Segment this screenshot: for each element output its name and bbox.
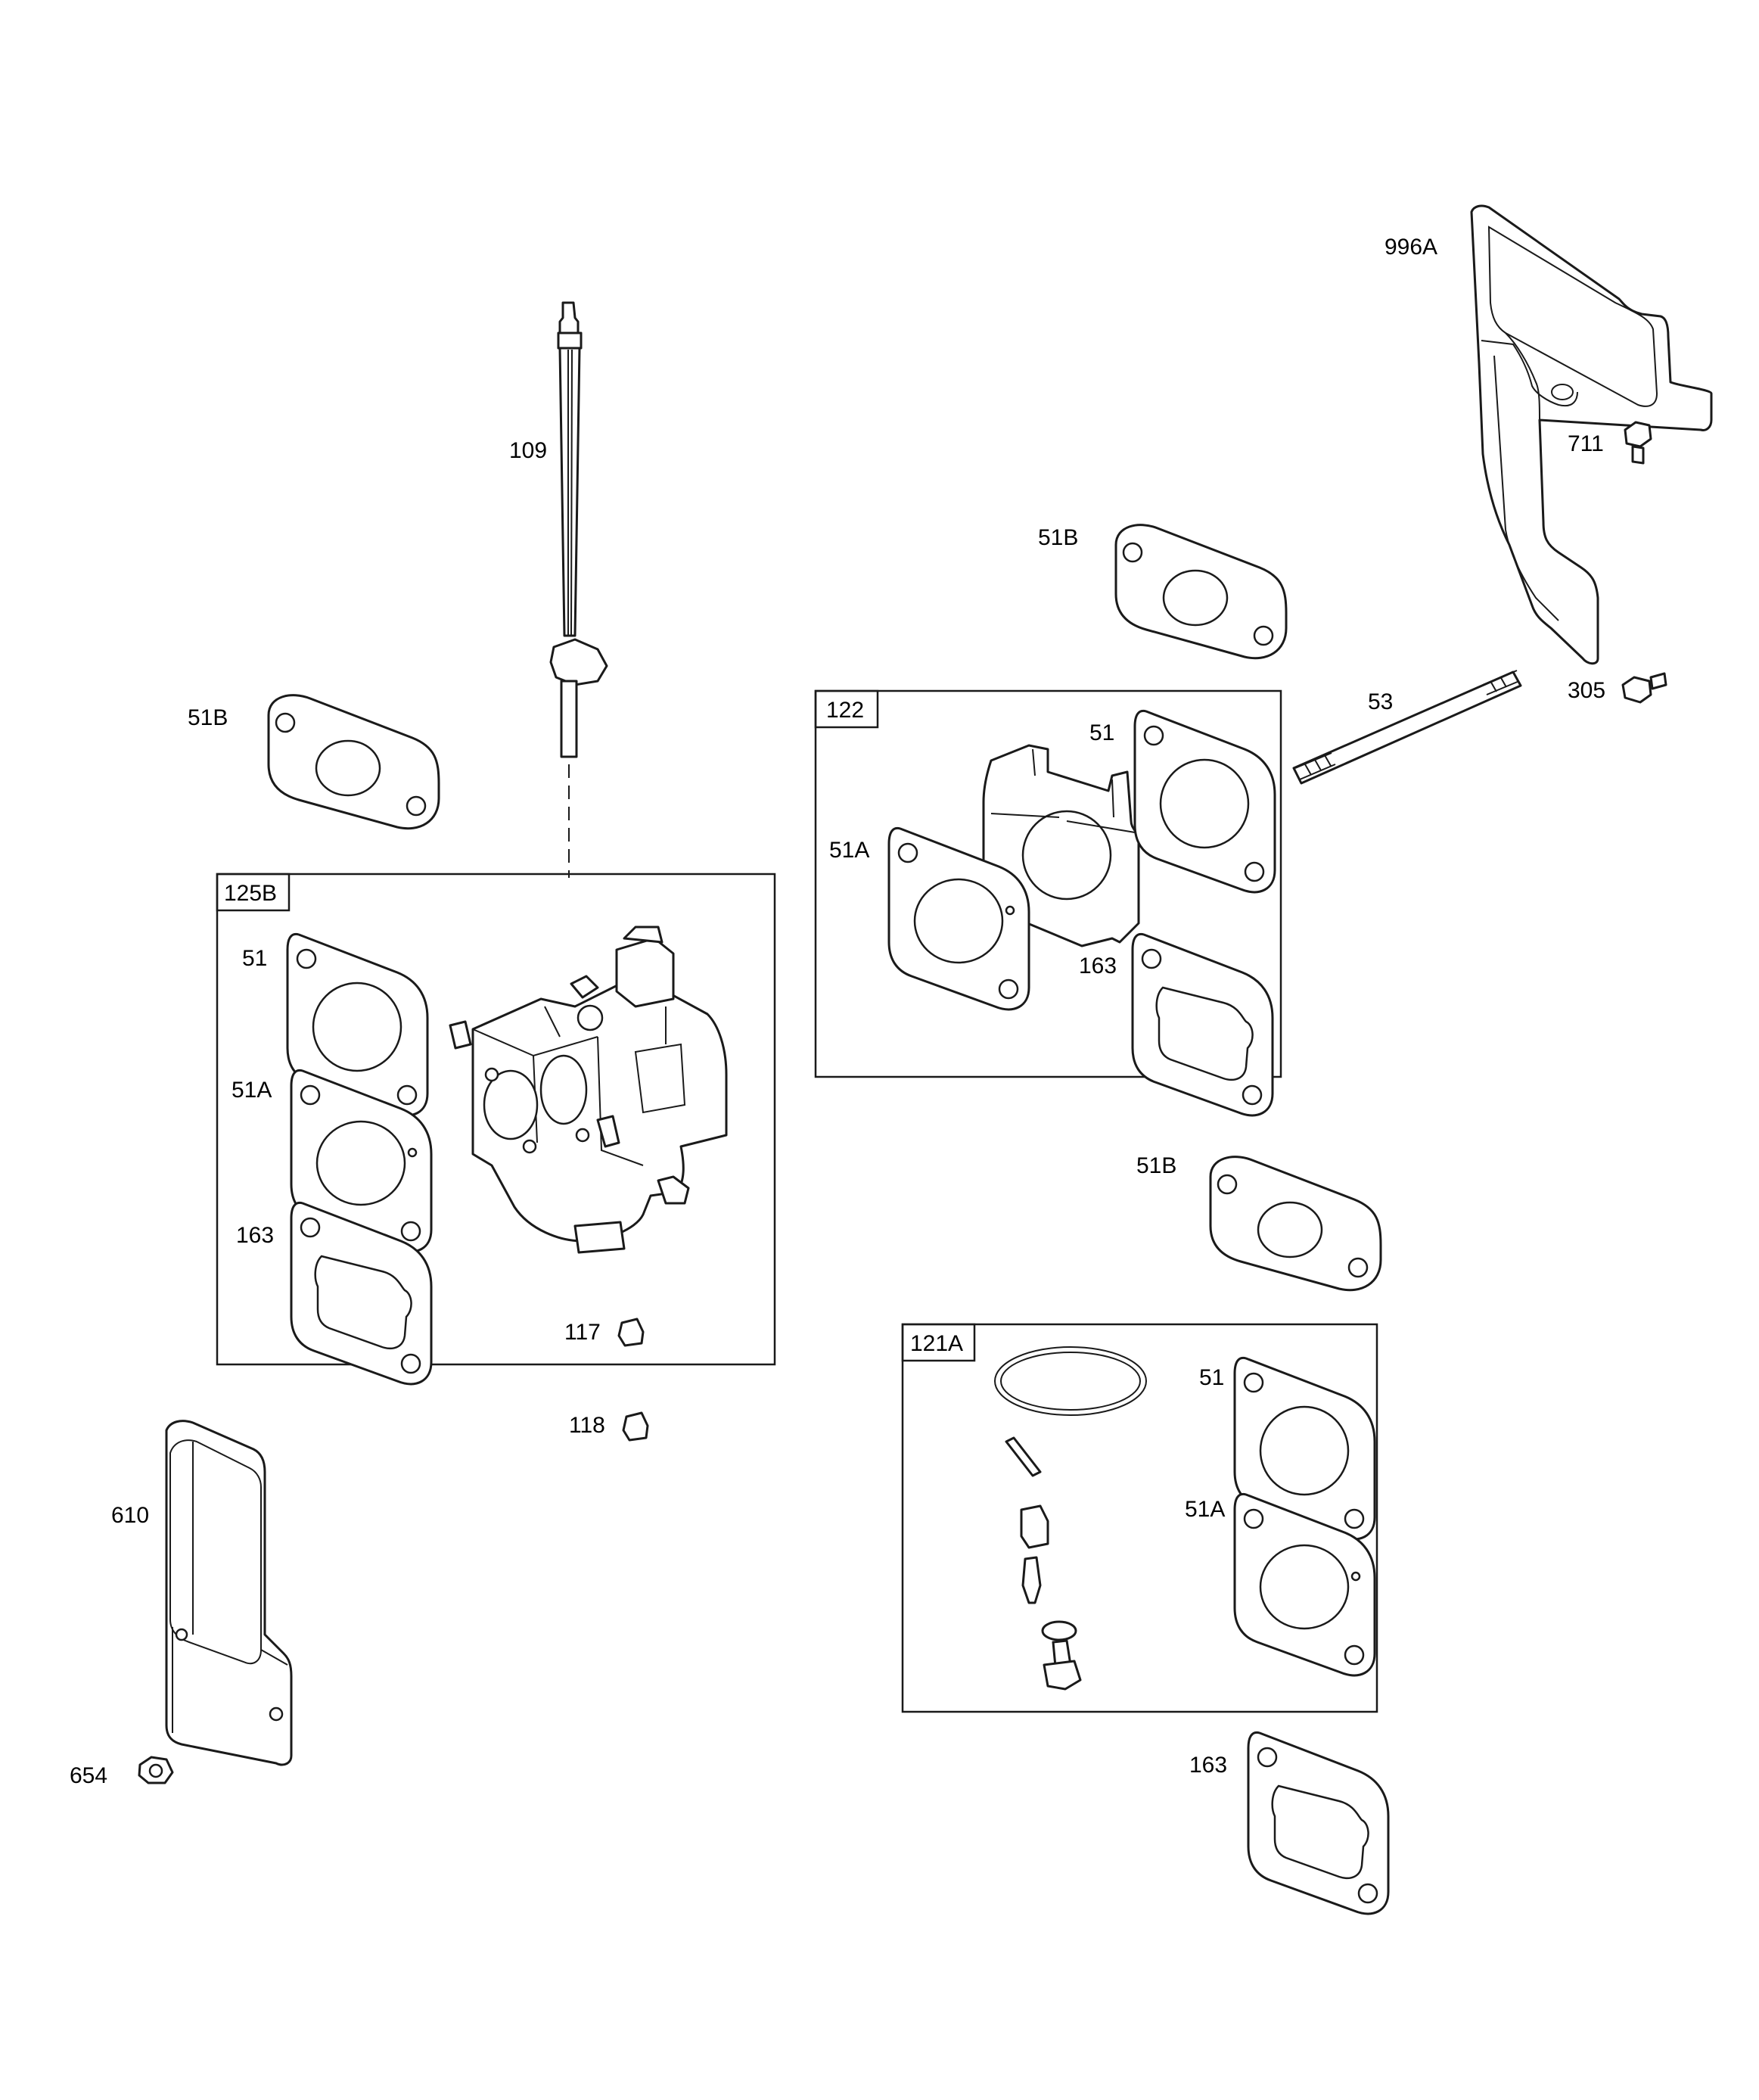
bowl-screw <box>1041 1620 1082 1691</box>
callout-51-125B: 51 <box>242 946 267 971</box>
callout-163-122: 163 <box>1079 954 1117 978</box>
callout-610: 610 <box>111 1503 149 1528</box>
callout-53: 53 <box>1368 689 1393 714</box>
heat-shield-610 <box>165 1420 293 1766</box>
gasket-51B-mid <box>1209 1156 1382 1292</box>
inlet-seat <box>1020 1504 1049 1549</box>
o-ring <box>994 1346 1147 1416</box>
stud-53 <box>1292 670 1522 785</box>
callout-163-125B: 163 <box>236 1223 274 1248</box>
callout-51B-mid: 51B <box>1136 1153 1176 1178</box>
kit-121A-box <box>901 1323 1378 1713</box>
callout-51-122: 51 <box>1089 720 1114 745</box>
governor-rod-109 <box>549 301 608 878</box>
gasket-163-loose <box>1247 1731 1390 1915</box>
nut-654 <box>138 1756 174 1784</box>
callout-711: 711 <box>1568 431 1604 456</box>
gasket-51B-left <box>267 694 440 830</box>
callout-109: 109 <box>509 438 547 463</box>
callout-654: 654 <box>70 1763 107 1788</box>
callout-118: 118 <box>569 1413 605 1438</box>
callout-51A-125B: 51A <box>232 1078 272 1103</box>
part-117 <box>617 1318 645 1347</box>
gasket-51-122 <box>1133 709 1276 894</box>
kit-122-label: 122 <box>826 698 864 723</box>
bracket-996A <box>1470 204 1713 665</box>
carburetor-assembly <box>449 926 728 1254</box>
kit-121A-label: 121A <box>910 1331 963 1356</box>
inlet-needle <box>1021 1556 1042 1604</box>
callout-305: 305 <box>1568 678 1605 703</box>
float-pin <box>1005 1436 1042 1477</box>
bolt-305 <box>1621 672 1667 704</box>
callout-51A-122: 51A <box>829 838 869 863</box>
callout-996A: 996A <box>1385 235 1437 260</box>
kit-122-box <box>814 689 1282 1078</box>
part-118 <box>622 1411 649 1442</box>
callout-163-loose: 163 <box>1189 1753 1227 1778</box>
kit-125B-label: 125B <box>224 881 277 906</box>
callout-51B-top: 51B <box>1038 525 1078 550</box>
callout-51B-left: 51B <box>188 705 228 730</box>
bolt-711 <box>1624 421 1652 465</box>
callout-117: 117 <box>564 1320 601 1345</box>
gasket-51B-top <box>1114 524 1288 660</box>
kit-125B-box <box>216 873 776 1366</box>
callout-51A-121A: 51A <box>1185 1497 1225 1522</box>
gasket-163-122 <box>1131 932 1274 1117</box>
callout-51-121A: 51 <box>1199 1365 1224 1390</box>
